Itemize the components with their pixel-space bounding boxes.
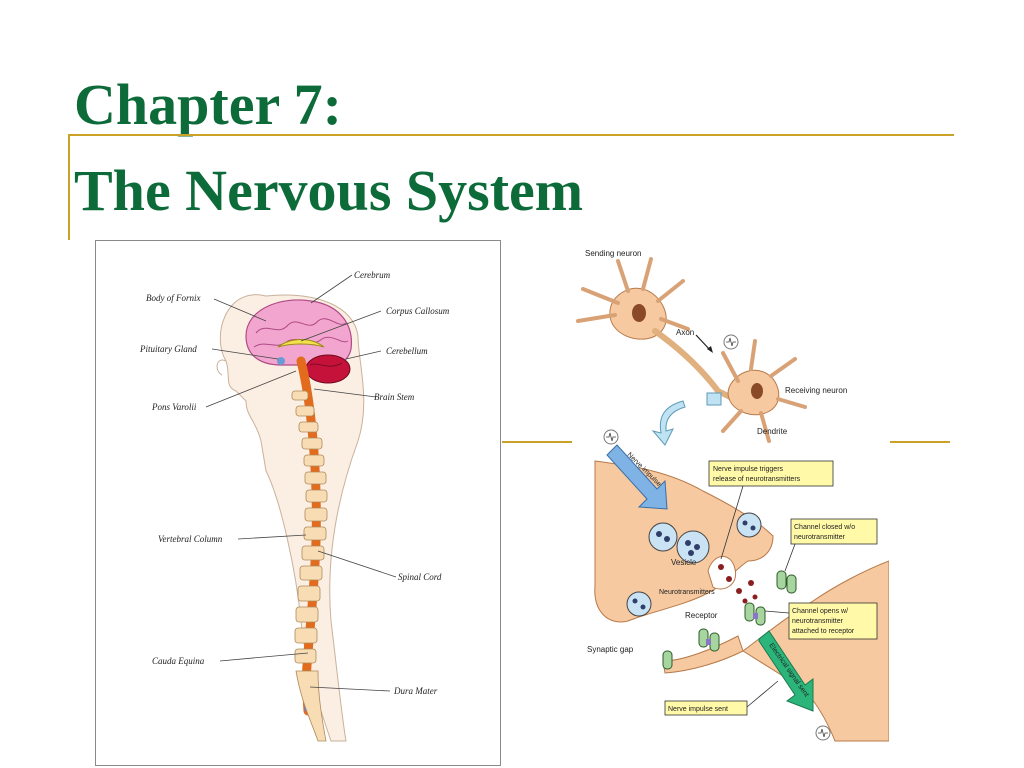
synapse-diagram: Sending neuron Axon Receiving neuron Den… <box>572 240 890 748</box>
synapse-illustration: Sending neuron Axon Receiving neuron Den… <box>576 249 889 742</box>
postsynaptic-terminal <box>742 560 889 742</box>
title-underline-rule <box>68 134 954 136</box>
callout-opens-line-2: neurotransmitter <box>792 618 844 625</box>
title-line-2: The Nervous System <box>74 158 584 223</box>
label-axon: Axon <box>676 328 694 337</box>
label-neurotransmitters: Neurotransmitters <box>659 589 715 596</box>
spinal-cord-diagram: Cerebrum Body of Fornix Corpus Callosum … <box>95 240 501 766</box>
title-line-1: Chapter 7: <box>74 72 342 137</box>
label-vertebral-column: Vertebral Column <box>158 534 223 544</box>
title-left-rule <box>68 134 70 240</box>
slide-title: Chapter 7: The Nervous System <box>74 62 583 234</box>
callout-impulse-sent: Nerve impulse sent <box>664 680 779 716</box>
label-receiving-neuron: Receiving neuron <box>785 386 847 395</box>
label-body-of-fornix: Body of Fornix <box>146 293 201 303</box>
vertebrae <box>291 390 328 742</box>
callout-channel-opens: Channel opens w/ neurotransmitter attach… <box>764 602 878 640</box>
label-pons-varolii: Pons Varolii <box>151 402 197 412</box>
label-sending-neuron: Sending neuron <box>585 249 642 258</box>
vesicles <box>626 512 762 617</box>
callout-closed-line-1: Channel closed w/o <box>794 524 855 531</box>
nerve-impulse-arrow <box>606 444 668 510</box>
spinal-cord-illustration: Cerebrum Body of Fornix Corpus Callosum … <box>139 270 450 742</box>
zoom-box <box>706 392 722 406</box>
label-dendrite: Dendrite <box>757 427 788 436</box>
label-corpus-callosum: Corpus Callosum <box>386 306 450 316</box>
label-cerebrum: Cerebrum <box>354 270 391 280</box>
callout-triggers: Nerve impulse triggers release of neurot… <box>708 460 834 560</box>
callout-sent-text: Nerve impulse sent <box>668 706 728 713</box>
cerebrum-shape <box>245 299 353 367</box>
label-cauda-equina: Cauda Equina <box>152 656 205 666</box>
middle-rule-left <box>502 441 572 443</box>
label-synaptic-gap: Synaptic gap <box>587 645 634 654</box>
signal-sent-arrow <box>758 630 814 712</box>
cerebellum-shape <box>305 354 351 384</box>
callout-opens-line-3: attached to receptor <box>792 628 855 635</box>
pituitary-shape <box>277 357 285 365</box>
label-vesicle: Vesicle <box>671 558 697 567</box>
label-pituitary-gland: Pituitary Gland <box>139 344 197 354</box>
callout-triggers-line-1: Nerve impulse triggers <box>713 466 784 473</box>
body-silhouette <box>219 294 365 742</box>
callout-channel-closed: Channel closed w/o neurotransmitter <box>784 518 878 572</box>
label-dura-mater: Dura Mater <box>393 686 438 696</box>
receptor-channels <box>662 570 797 670</box>
callout-triggers-line-2: release of neurotransmitters <box>713 476 801 483</box>
callout-opens-line-1: Channel opens w/ <box>792 608 848 615</box>
middle-rule-right <box>888 441 950 443</box>
corpus-callosum-shape <box>277 339 325 348</box>
label-cerebellum: Cerebellum <box>386 346 428 356</box>
callout-closed-line-2: neurotransmitter <box>794 534 846 541</box>
neurotransmitter-dots <box>718 564 758 604</box>
label-spinal-cord: Spinal Cord <box>398 572 442 582</box>
label-brain-stem: Brain Stem <box>374 392 415 402</box>
zoom-arrow <box>651 400 686 446</box>
sending-neuron-shape <box>576 257 741 404</box>
label-receptor: Receptor <box>685 611 718 620</box>
